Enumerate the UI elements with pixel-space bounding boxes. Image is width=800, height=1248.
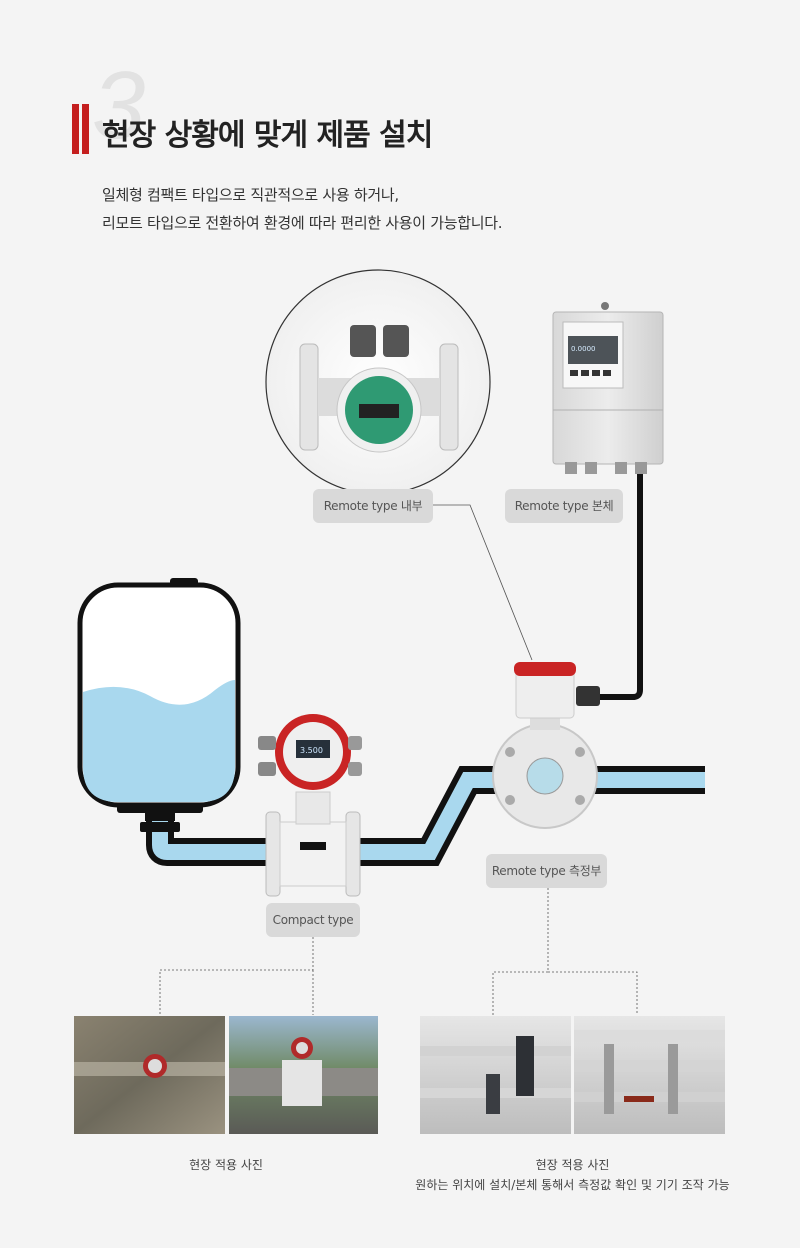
remote-display-reading: 0.0000 bbox=[571, 345, 596, 353]
remote-body-unit: 0.0000 bbox=[552, 302, 664, 474]
compact-photo-2 bbox=[229, 1016, 378, 1134]
right-photo-caption-line-1: 현장 적용 사진 bbox=[535, 1158, 610, 1172]
description-line-1: 일체형 컴팩트 타입으로 직관적으로 사용 하거나, bbox=[102, 186, 399, 204]
photo-connector-lines bbox=[159, 888, 638, 1015]
description-line-2: 리모트 타입으로 전환하여 환경에 따라 편리한 사용이 가능합니다. bbox=[102, 214, 503, 232]
label-remote-body: Remote type 본체 bbox=[505, 489, 623, 523]
compact-display-reading: 3.500 bbox=[300, 746, 323, 755]
page-title: 현장 상황에 맞게 제품 설치 bbox=[102, 118, 433, 153]
remote-photo-1 bbox=[420, 1016, 571, 1134]
right-photo-caption-line-2: 원하는 위치에 설치/본체 통해서 측정값 확인 및 기기 조작 가능 bbox=[415, 1178, 730, 1192]
section-number: 3 bbox=[92, 52, 146, 159]
remote-inside-closeup bbox=[265, 269, 491, 495]
pipe-network bbox=[146, 470, 705, 866]
label-compact-type: Compact type bbox=[266, 903, 360, 937]
water-tank bbox=[77, 578, 241, 832]
left-photo-caption: 현장 적용 사진 bbox=[189, 1158, 263, 1172]
compact-flowmeter: 3.500 bbox=[258, 714, 362, 897]
connector-lines bbox=[433, 504, 533, 661]
compact-photo-1 bbox=[74, 1016, 225, 1134]
remote-sensor bbox=[492, 662, 600, 829]
label-remote-inside: Remote type 내부 bbox=[313, 489, 433, 523]
title-accent-bar bbox=[82, 104, 89, 154]
remote-photo-2 bbox=[574, 1016, 725, 1134]
label-remote-sensor: Remote type 측정부 bbox=[486, 854, 607, 888]
title-accent-bar bbox=[72, 104, 79, 154]
